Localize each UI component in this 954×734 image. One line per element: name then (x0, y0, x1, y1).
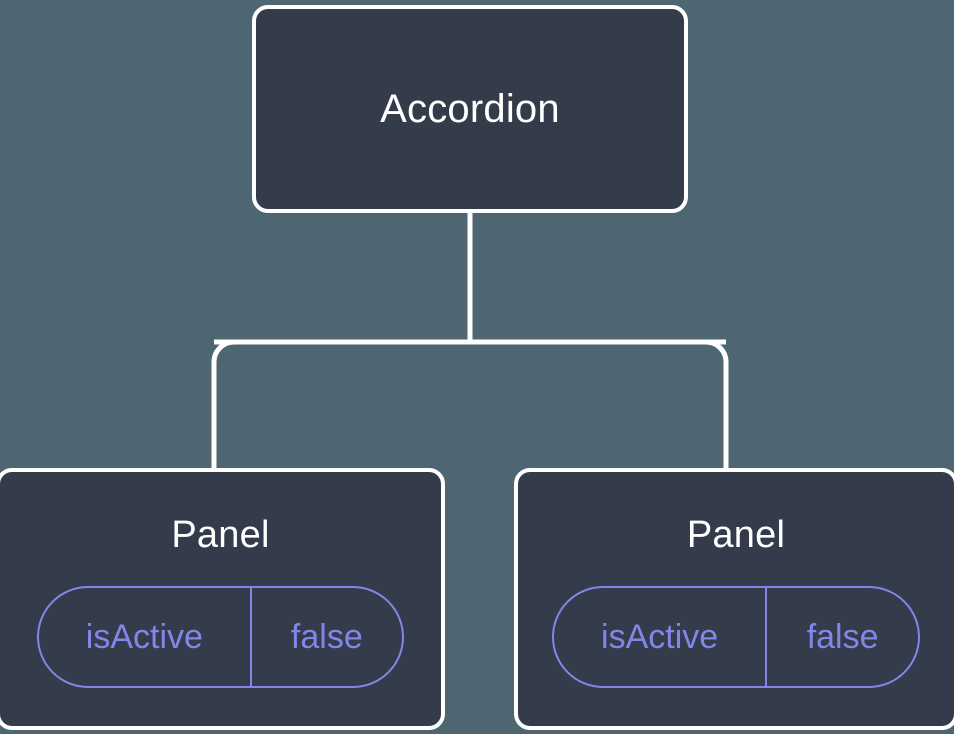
prop-name-isactive: isActive (85, 618, 203, 656)
node-panel-1-label: Panel (171, 514, 270, 556)
prop-badge-panel-1[interactable]: isActive false (37, 586, 404, 688)
edge-branch-left (211, 339, 235, 468)
node-panel-1[interactable]: Panel isActive false (0, 468, 445, 730)
node-panel-2[interactable]: Panel isActive false (514, 468, 954, 730)
node-accordion-label: Accordion (380, 87, 560, 131)
prop-badge-panel-2[interactable]: isActive false (552, 586, 920, 688)
prop-name-isactive: isActive (601, 618, 719, 656)
prop-value-isactive: false (765, 588, 918, 686)
node-panel-2-label: Panel (686, 514, 786, 556)
node-accordion[interactable]: Accordion (252, 5, 688, 213)
edge-accordion-to-panels (214, 213, 726, 345)
edge-branch-right (705, 339, 729, 468)
prop-value-isactive: false (249, 588, 402, 686)
